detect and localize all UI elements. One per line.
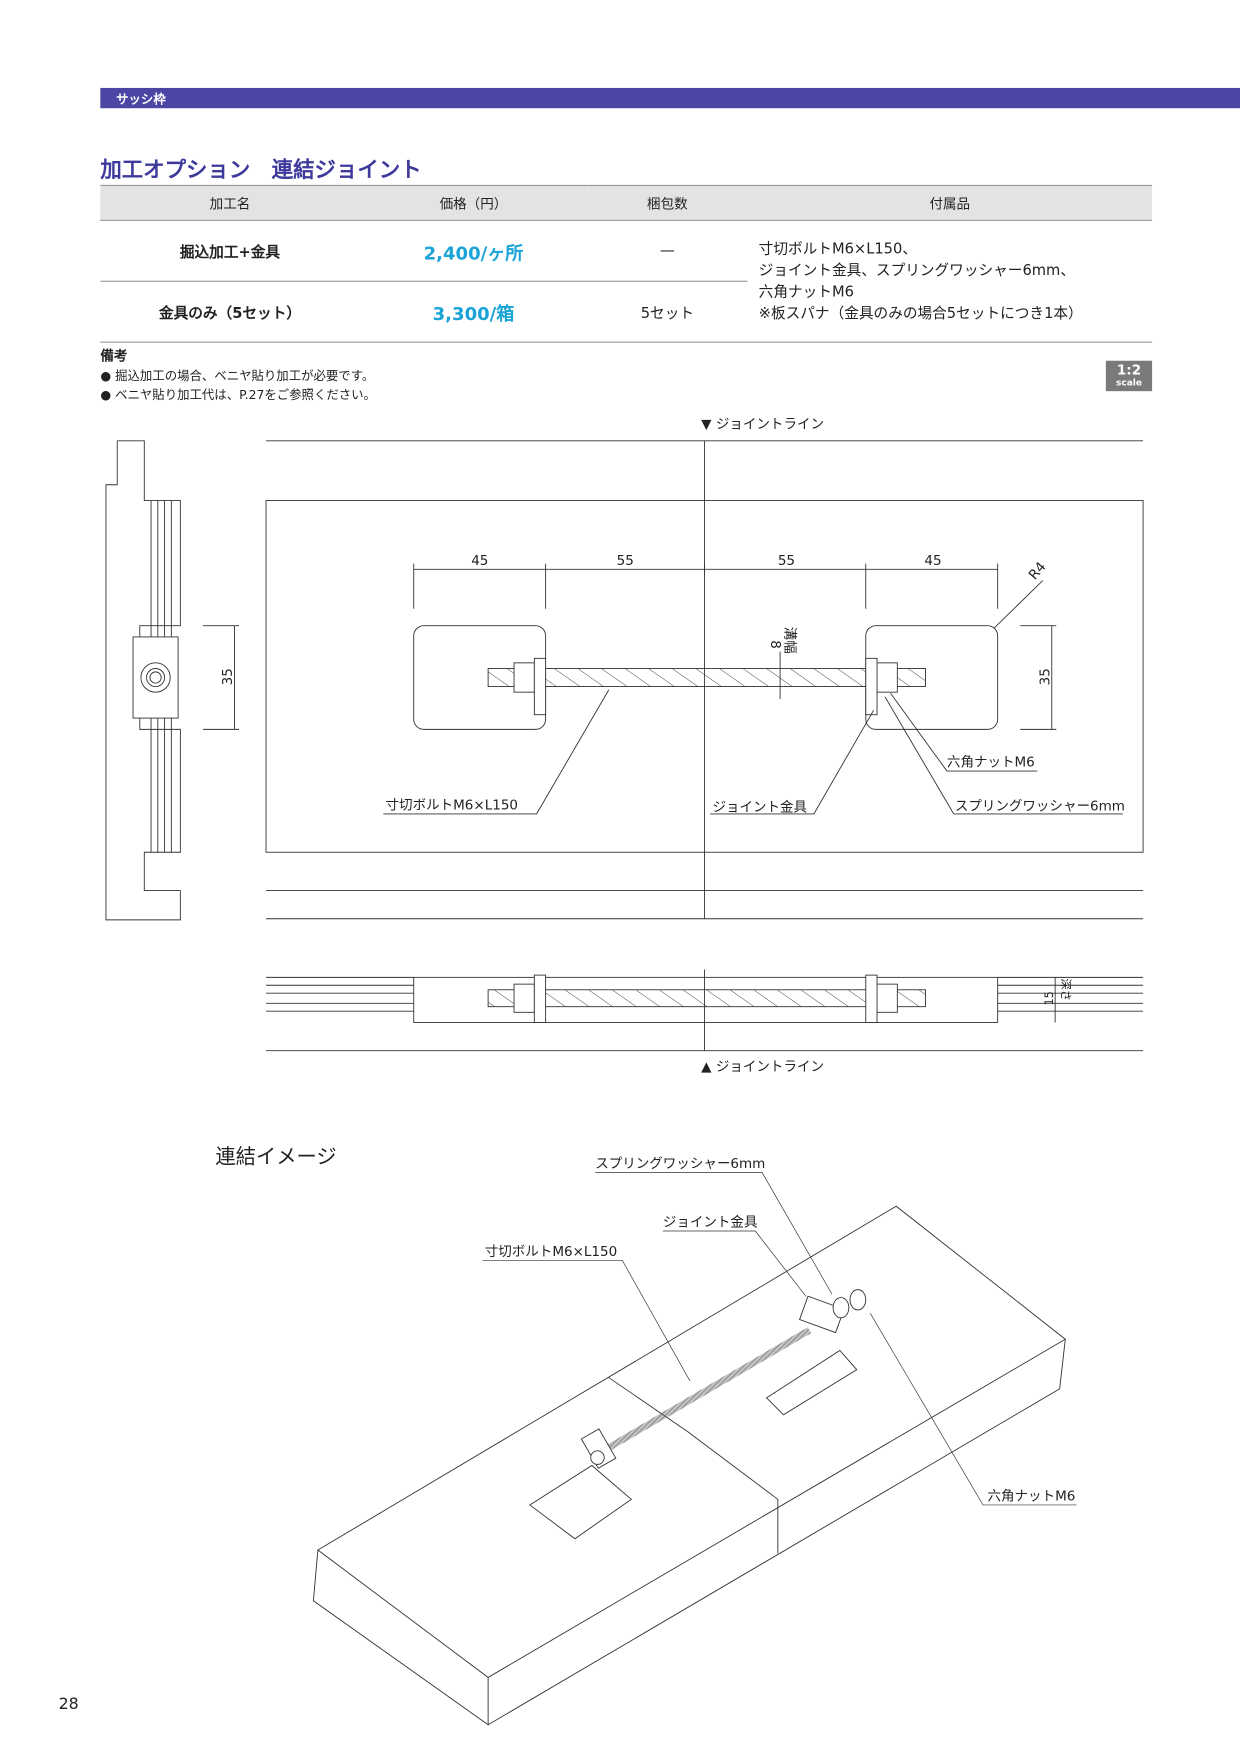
image-title: 連結イメージ: [215, 1145, 337, 1170]
iso-label-bolt: 寸切ボルトM6×L150: [485, 1244, 618, 1260]
row-qty: 5セット: [587, 281, 748, 343]
depth-value: 15: [1043, 991, 1056, 1005]
label-nut: 六角ナットM6: [947, 755, 1035, 771]
table-row: 金具のみ（5セット） 3,300/箱 5セット: [100, 281, 1152, 343]
table-row: 掘込加工+金具 2,400/ヶ所 — 寸切ボルトM6×L150、 ジョイント金具…: [100, 220, 1153, 343]
isometric-illustration: [312, 1172, 1077, 1726]
plan-view: [202, 440, 1144, 920]
accessory-line: ※板スパナ（金具のみの場合5セットにつき1本）: [758, 304, 1083, 322]
section-header-bar: サッシ枠: [100, 87, 1240, 109]
label-bracket: ジョイント金具: [712, 800, 807, 816]
notes: 備考 ● 掘込加工の場合、ベニヤ貼り加工が必要です。 ● ベニヤ貼り加工代は、P…: [100, 347, 376, 404]
depth-label: 深さ: [1059, 978, 1073, 1001]
section-label: サッシ枠: [116, 92, 166, 108]
scale-ratio: 1:2: [1116, 361, 1142, 378]
scale-label: scale: [1115, 377, 1142, 388]
col-header-price: 価格（円）: [359, 184, 588, 221]
joint-line-top-label: ▼ ジョイントライン: [701, 416, 824, 432]
label-bolt: 寸切ボルトM6×L150: [386, 797, 518, 813]
accessory-line: ジョイント金具、スプリングワッシャー6mm、: [758, 262, 1076, 280]
dim-55-left: 55: [617, 553, 634, 569]
iso-label-nut: 六角ナットM6: [988, 1488, 1076, 1504]
height-left: 35: [220, 668, 236, 685]
label-washer: スプリングワッシャー6mm: [955, 799, 1125, 815]
dim-45-left: 45: [471, 553, 488, 569]
page-title: 加工オプション 連結ジョイント: [100, 157, 422, 183]
row-name: 掘込加工+金具: [100, 220, 360, 282]
notes-heading: 備考: [100, 348, 128, 365]
radius-label: R4: [1026, 559, 1050, 583]
dim-55-right: 55: [778, 553, 795, 569]
note-item: ● ベニヤ貼り加工代は、P.27をご参照ください。: [100, 387, 376, 403]
dim-45-right: 45: [924, 553, 941, 569]
plan-dimensions: 45 55 55 45 R4 8 溝幅 35 35 寸切ボルトM6×L150 ジ…: [220, 553, 1125, 816]
row-price: 3,300/箱: [359, 281, 588, 343]
groove-width-value: 8: [767, 640, 783, 649]
col-header-qty: 梱包数: [587, 184, 748, 221]
note-item: ● 掘込加工の場合、ベニヤ貼り加工が必要です。: [100, 368, 375, 384]
accessory-line: 寸切ボルトM6×L150、: [758, 240, 917, 258]
page-number: 28: [58, 1695, 79, 1714]
groove-width-label: 溝幅: [782, 627, 798, 654]
accessories-cell: 寸切ボルトM6×L150、 ジョイント金具、スプリングワッシャー6mm、 六角ナ…: [747, 220, 1153, 343]
row-name: 金具のみ（5セット）: [100, 281, 360, 343]
options-table: 加工名 価格（円） 梱包数 付属品 掘込加工+金具 2,400/ヶ所 — 寸切ボ…: [100, 184, 1153, 343]
row-price: 2,400/ヶ所: [359, 220, 588, 282]
iso-label-bracket: ジョイント金具: [663, 1215, 758, 1231]
col-header-name: 加工名: [100, 184, 360, 221]
side-profile: [105, 440, 181, 921]
height-right: 35: [1038, 668, 1054, 685]
row-qty: —: [587, 220, 748, 282]
col-header-accessories: 付属品: [747, 184, 1153, 221]
section-view: [266, 969, 1144, 1052]
accessory-line: 六角ナットM6: [758, 283, 854, 301]
joint-line-bottom-label: ▲ ジョイントライン: [701, 1059, 824, 1075]
iso-label-washer: スプリングワッシャー6mm: [595, 1156, 765, 1172]
